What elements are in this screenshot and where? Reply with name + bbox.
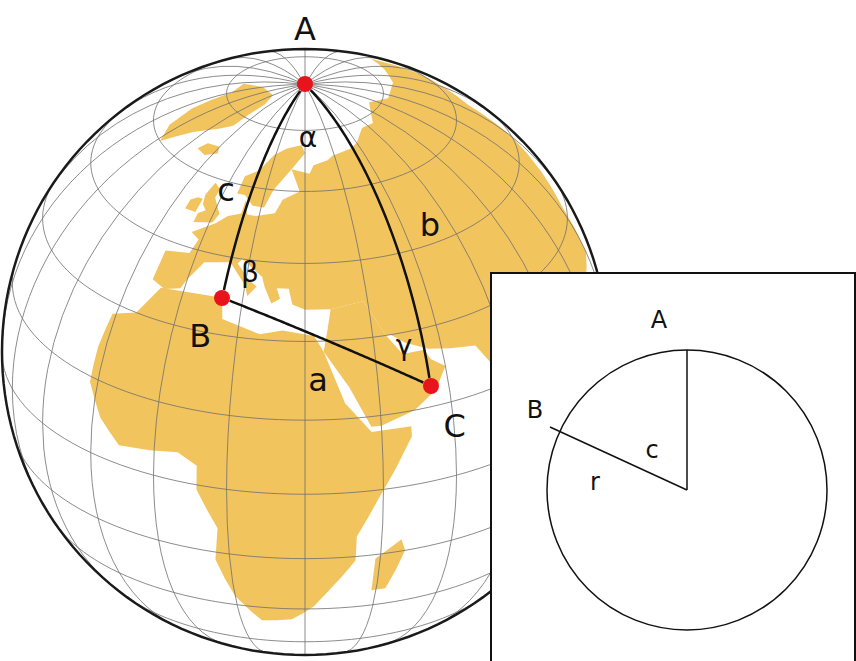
inset-label: A: [651, 308, 667, 332]
point-marker: C: [423, 378, 439, 394]
great-circle-arc: [311, 90, 430, 378]
landmass: [160, 84, 273, 141]
side-label: c: [217, 174, 235, 206]
great-circle-arc: [224, 91, 300, 290]
landmass: [237, 145, 305, 207]
inset-figure: [492, 274, 856, 661]
point-label: B: [189, 320, 211, 352]
radius-line: [686, 350, 688, 490]
inset-label: r: [590, 470, 600, 494]
landmass: [198, 143, 220, 155]
inset-panel: A Bc r: [490, 272, 856, 661]
inset-label: c: [645, 438, 658, 462]
angle-label: β: [241, 259, 259, 287]
side-label: a: [308, 364, 328, 396]
inset-circle: [547, 350, 827, 630]
side-label: b: [420, 209, 440, 241]
landmass: [371, 539, 405, 590]
angle-label: α: [299, 124, 317, 152]
inset-label: B: [527, 398, 543, 422]
point-label: A: [294, 13, 316, 45]
landmass: [185, 197, 203, 212]
radius-line: [550, 427, 687, 490]
angle-label: γ: [396, 332, 413, 360]
point-label: C: [443, 410, 465, 442]
point-marker: B: [214, 290, 230, 306]
